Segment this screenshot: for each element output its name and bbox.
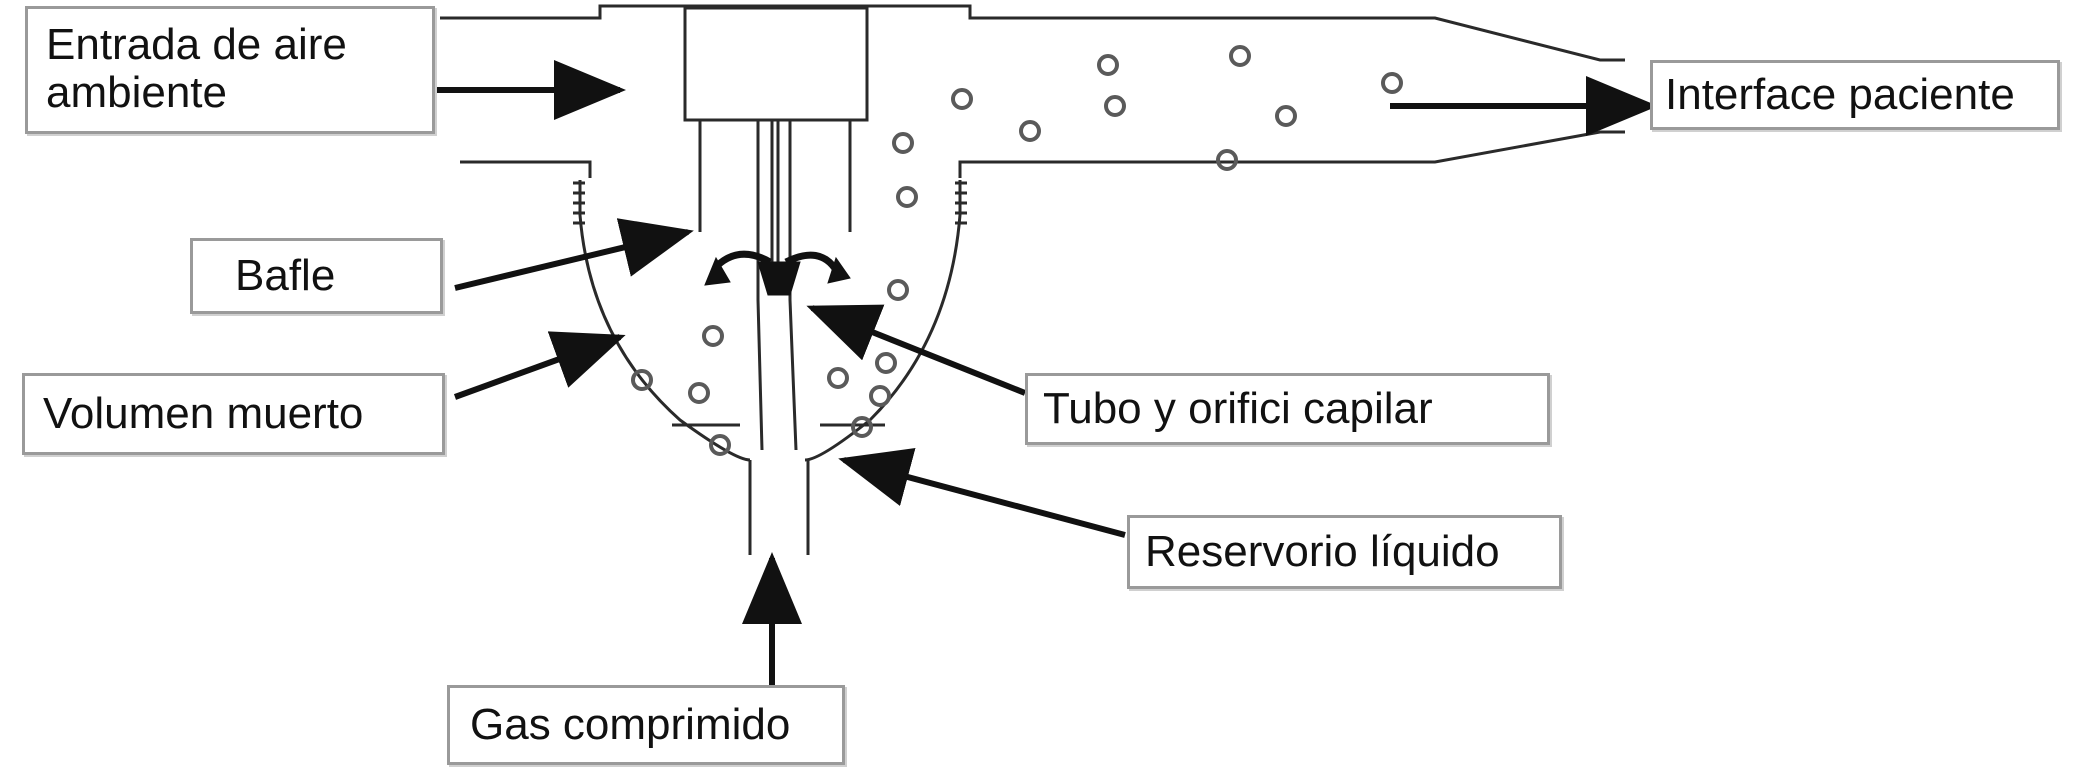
label-interface-paciente: Interface paciente bbox=[1650, 60, 2060, 130]
pointer-arrows bbox=[437, 60, 1658, 685]
arrow-bafle bbox=[454, 218, 694, 291]
arrow-reservorio bbox=[838, 448, 1126, 538]
label-tubo-orifici: Tubo y orifici capilar bbox=[1025, 373, 1550, 445]
label-gas-comprimido: Gas comprimido bbox=[447, 685, 845, 765]
aerosol-particles bbox=[631, 45, 1403, 456]
label-bafle: Bafle bbox=[190, 238, 443, 314]
arrow-tubo bbox=[806, 304, 1027, 396]
label-entrada-aire: Entrada de aire ambiente bbox=[25, 6, 435, 134]
thread-marks bbox=[573, 181, 967, 225]
label-volumen-muerto: Volumen muerto bbox=[22, 373, 445, 455]
label-reservorio-liquido: Reservorio líquido bbox=[1127, 515, 1562, 589]
baffle-curved-arrows bbox=[704, 250, 851, 296]
arrow-volumen bbox=[453, 331, 626, 400]
main-tube bbox=[440, 4, 1625, 555]
